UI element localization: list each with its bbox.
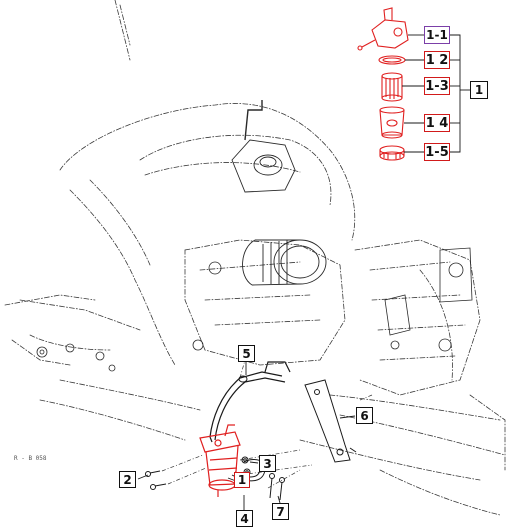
callout-6[interactable]: 6 (356, 407, 373, 424)
callout-1-1[interactable]: 1-1 (424, 26, 450, 44)
callout-3[interactable]: 3 (259, 455, 276, 472)
inset-exploded-filter (357, 7, 409, 161)
sheet-code: R - B 058 (14, 455, 47, 462)
air-cleaner (242, 239, 327, 286)
callout-assembly-1[interactable]: 1 (470, 81, 488, 99)
right-assembly (384, 247, 473, 352)
callout-1-4[interactable]: 1 4 (424, 114, 450, 132)
callout-4[interactable]: 4 (236, 510, 253, 527)
oil-filler-cap (231, 100, 296, 193)
machine-outline (4, 0, 506, 516)
callout-5[interactable]: 5 (238, 345, 255, 362)
inset-leaders (402, 34, 470, 153)
callout-1-2[interactable]: 1 2 (424, 51, 450, 69)
callout-leaders (137, 362, 356, 510)
bolts-part-2 (145, 470, 167, 490)
callout-1-3[interactable]: 1-3 (424, 77, 450, 95)
left-fittings (36, 261, 222, 372)
callout-7[interactable]: 7 (272, 503, 289, 520)
bracket-part-6 (304, 379, 357, 463)
clamp-part-5 (238, 375, 248, 383)
fuel-hose (209, 361, 291, 443)
callout-1-5[interactable]: 1-5 (424, 143, 450, 161)
callout-2[interactable]: 2 (119, 471, 136, 488)
callout-main-1[interactable]: 1 (234, 472, 250, 488)
bolts-part-7 (269, 473, 285, 501)
